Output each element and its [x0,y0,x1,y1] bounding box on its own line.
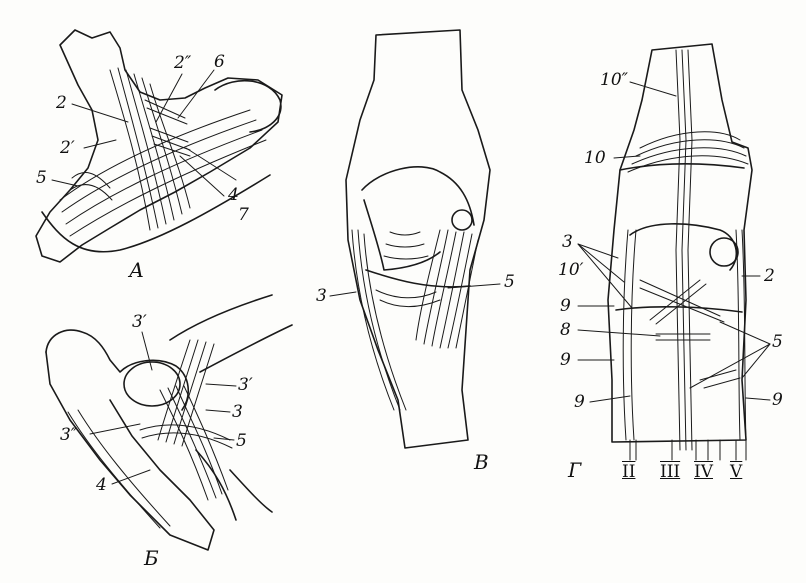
panel-b-bone-head [45,329,189,411]
label-v-5: 5 [504,272,515,292]
label-b-5: 5 [236,431,247,451]
digit-label-ii: II [622,462,636,482]
digit-label-v: V [730,462,743,482]
label-g-2: 2 [764,266,775,286]
label-b-3: 3 [232,402,243,422]
panel-g-digit-stubs [629,439,747,461]
label-b-3-prime-right: 3′ [238,375,253,395]
panel-g-drawing [577,43,771,461]
panel-v-drawing [329,29,501,449]
panel-g-leaders [577,81,771,403]
panel-a-bone-outline [35,29,283,263]
label-g-8: 8 [560,320,571,340]
label-g-9-d: 9 [772,390,783,410]
panel-label-g: Г [568,458,582,482]
panel-v-leaders [329,283,501,297]
panel-v-joint-surface [361,166,475,226]
panel-b-bone-right [169,294,293,373]
label-a-2: 2 [56,93,67,113]
label-a-6: 6 [214,52,225,72]
panel-a-bone-head [214,79,282,133]
panel-b-bone-shaft-upper [45,351,215,551]
panel-b-fibers [67,339,233,529]
panel-v-condyle [363,199,441,271]
panel-a-lower-shaft [41,174,271,253]
label-g-10-prime: 10′ [558,260,584,280]
label-a-2-double-prime: 2″ [174,53,192,73]
panel-b-condyle [123,361,181,407]
panel-a-drawing [35,29,283,263]
panel-label-b: Б [144,546,159,570]
panel-label-a: А [129,258,145,282]
panel-g-carpal-upper [629,223,738,271]
label-b-3-prime-top: 3′ [132,312,147,332]
label-g-9-c: 9 [574,392,585,412]
label-g-10-double-prime: 10″ [600,70,628,90]
panel-b-drawing [45,294,293,551]
digit-label-iv: IV [694,462,713,482]
label-b-4: 4 [96,475,107,495]
panel-a-fibers [59,67,267,237]
label-g-9-b: 9 [560,350,571,370]
panel-v-small-bone [451,209,473,231]
panel-b-lower-right [195,449,273,521]
panel-b-leaders [89,331,237,485]
panel-g-bone-outline [607,43,753,443]
panel-label-v: В [474,450,489,474]
label-g-3: 3 [562,232,573,252]
label-g-9-a: 9 [560,296,571,316]
label-v-3: 3 [316,286,327,306]
label-a-7: 7 [238,205,249,225]
panel-v-fibers [351,229,479,411]
panel-v-bone-outline [345,29,491,449]
panel-g-radius-end [619,162,745,171]
label-b-3-double-prime: 3″ [60,425,78,445]
label-a-4: 4 [228,185,239,205]
label-a-2-prime: 2′ [60,138,75,158]
label-g-5: 5 [772,332,783,352]
panel-g-carpal-lower [615,306,743,313]
digit-label-iii: III [660,462,681,482]
label-g-10: 10 [584,148,606,168]
label-a-5: 5 [36,168,47,188]
panel-g-tendons [622,49,749,451]
panel-g-pisiform [709,237,739,267]
panel-a-leaders [51,69,237,197]
